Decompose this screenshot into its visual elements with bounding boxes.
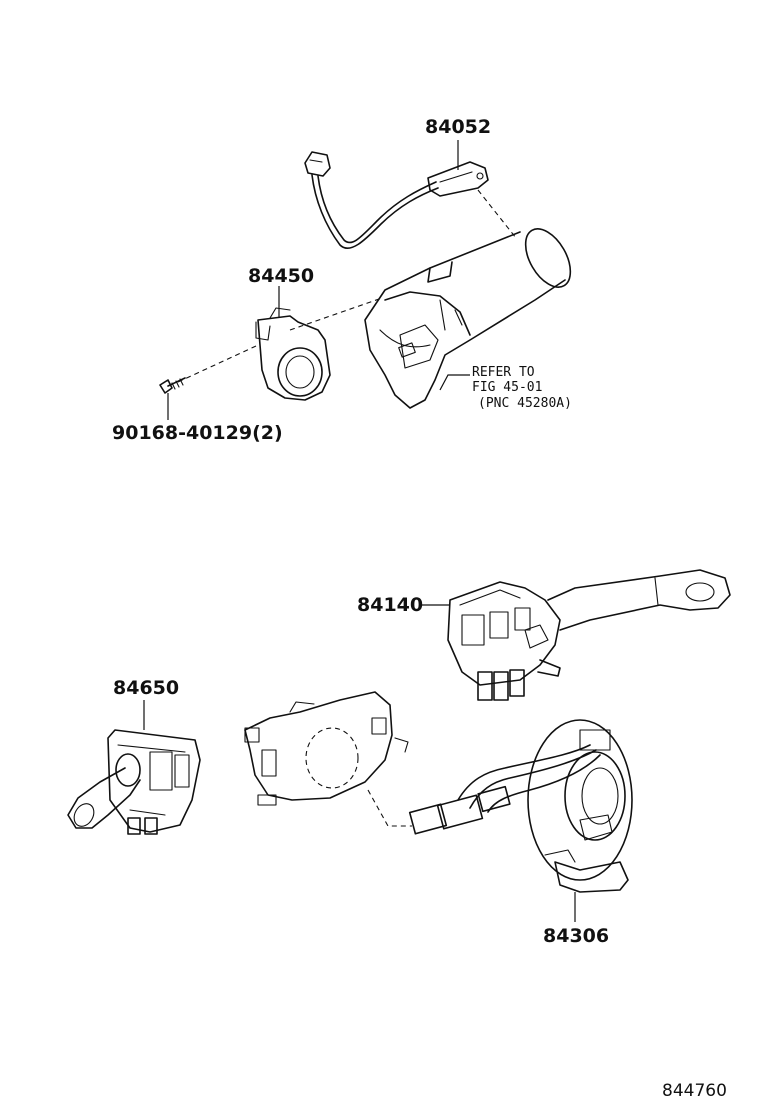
transponder-coil-84450[interactable] — [255, 307, 331, 401]
wiper-switch-84650[interactable] — [67, 729, 201, 835]
spiral-cable-84306[interactable] — [408, 719, 633, 893]
wire-harness-84052[interactable] — [304, 151, 489, 249]
screw-90168-40129[interactable] — [159, 377, 186, 394]
label-84450: 84450 — [248, 265, 314, 287]
label-84306: 84306 — [543, 925, 609, 947]
refer-line-2: FIG 45-01 — [472, 380, 542, 395]
label-84140: 84140 — [357, 594, 423, 616]
steering-column-housing — [364, 228, 572, 409]
refer-line-1: REFER TO — [472, 365, 535, 380]
label-84650: 84650 — [113, 677, 179, 699]
label-screw-90168-40129: 90168-40129(2) — [112, 422, 283, 444]
figure-number: 844760 — [662, 1081, 727, 1101]
refer-line-3: (PNC 45280A) — [478, 396, 572, 411]
switch-base-plate — [244, 691, 409, 806]
headlamp-switch-84140[interactable] — [447, 569, 731, 701]
label-84052: 84052 — [425, 116, 491, 138]
